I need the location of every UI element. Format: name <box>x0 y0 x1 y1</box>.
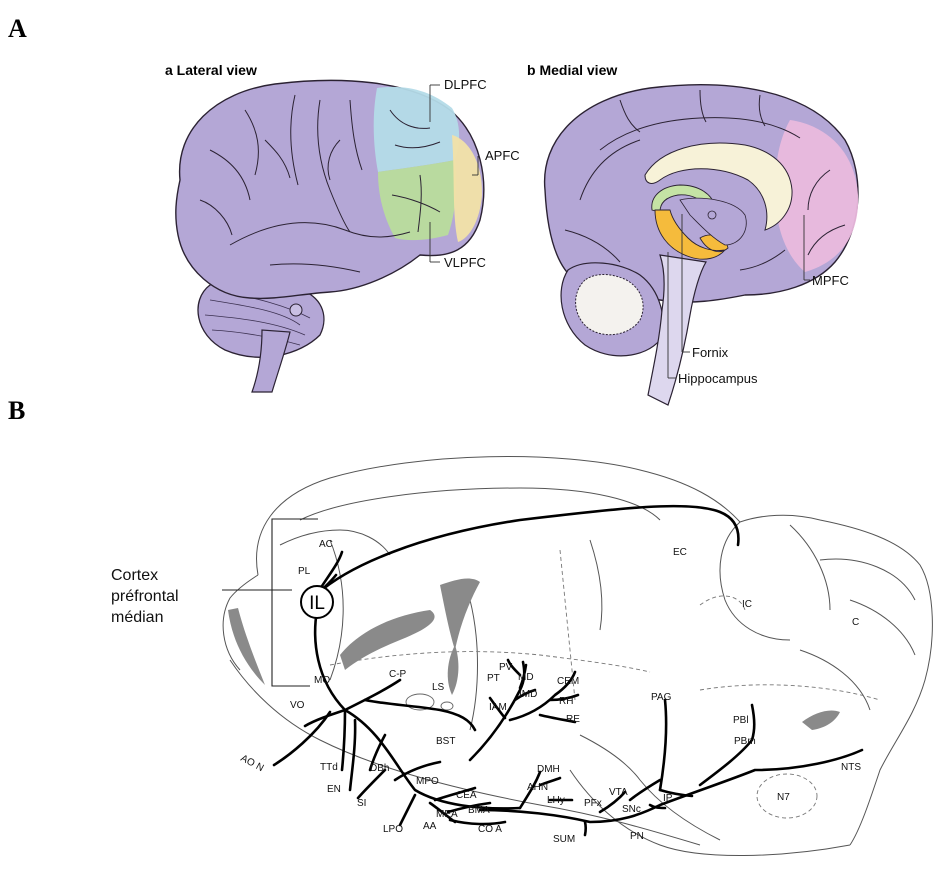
region-ic: IC <box>742 599 752 610</box>
small-nucleus <box>441 702 453 710</box>
path-to-ttd <box>342 710 345 770</box>
region-pl: PL <box>298 566 311 577</box>
region-pfx: PFx <box>584 798 602 809</box>
projection-pathways <box>274 506 862 835</box>
region-pv: PV <box>499 662 513 673</box>
region-ls: LS <box>432 682 445 693</box>
dlpfc-label: DLPFC <box>444 77 487 92</box>
path-to-cp <box>345 680 400 710</box>
region-md: MD <box>518 672 534 683</box>
path-main-trunk <box>345 710 520 808</box>
path-to-en <box>350 720 355 790</box>
region-aa: AA <box>423 821 437 832</box>
region-ac: AC <box>319 539 333 550</box>
medial-view-title: b Medial view <box>527 62 617 78</box>
medial-view: b Medial view <box>527 62 858 405</box>
region-mpo: MPO <box>416 776 439 787</box>
region-pbm: PBm <box>734 736 756 747</box>
region-mea: MEA <box>436 809 458 820</box>
apfc-label: APFC <box>485 148 520 163</box>
region-ip: IP <box>663 793 673 804</box>
path-to-si <box>358 770 385 798</box>
region-pn: PN <box>630 831 644 842</box>
region-en: EN <box>327 784 341 795</box>
path-to-pag <box>660 700 666 790</box>
region-rh: RH <box>559 696 573 707</box>
brain-outline <box>223 457 932 856</box>
region-bst: BST <box>436 736 455 747</box>
mpfc-label: MPFC <box>812 273 849 288</box>
region-sum: SUM <box>553 834 575 845</box>
path-to-ls-bst <box>365 700 475 730</box>
region-iam: IAM <box>489 702 507 713</box>
region-pt: PT <box>487 673 500 684</box>
lateral-view-title: a Lateral view <box>165 62 257 78</box>
region-coa: CO A <box>478 824 502 835</box>
region-ahn: AHN <box>527 782 548 793</box>
region-imd: IMD <box>519 689 537 700</box>
il-label: IL <box>309 593 325 614</box>
region-cem: CEM <box>557 676 579 687</box>
hippocampus-label: Hippocampus <box>678 371 758 386</box>
region-ec: EC <box>673 547 687 558</box>
sagittal-diagram: IL AC PL MO VO AO N TTd EN SI DBh LPO MP… <box>222 457 932 856</box>
lateral-view: a Lateral view <box>165 62 520 392</box>
region-lhy: LHy <box>547 795 565 806</box>
region-snc: SNc <box>622 804 641 815</box>
dashed-outlines <box>330 550 880 818</box>
path-to-lpo <box>400 795 415 825</box>
region-ttd: TTd <box>320 762 338 773</box>
region-pbl: PBl <box>733 715 749 726</box>
region-lpo: LPO <box>383 824 403 835</box>
region-mo: MO <box>314 675 330 686</box>
region-aon: AO N <box>239 753 266 774</box>
dlpfc-region <box>374 87 459 172</box>
region-bma: BMA <box>468 805 490 816</box>
region-cp: C-P <box>389 669 407 680</box>
vlpfc-label: VLPFC <box>444 255 486 270</box>
region-cea: CEA <box>456 790 477 801</box>
region-re: RE <box>566 714 580 725</box>
path-il-down <box>315 610 345 710</box>
lateral-pons <box>290 304 302 316</box>
region-dmh: DMH <box>537 764 560 775</box>
region-n7: N7 <box>777 792 790 803</box>
region-c: C <box>852 617 859 628</box>
path-to-sum <box>585 822 586 835</box>
region-pag: PAG <box>651 692 672 703</box>
fornix-label: Fornix <box>692 345 729 360</box>
region-dbh: DBh <box>370 763 389 774</box>
region-si: SI <box>357 798 366 809</box>
region-vta: VTA <box>609 787 628 798</box>
region-vo: VO <box>290 700 305 711</box>
path-to-aon <box>274 712 330 765</box>
region-nts: NTS <box>841 762 861 773</box>
